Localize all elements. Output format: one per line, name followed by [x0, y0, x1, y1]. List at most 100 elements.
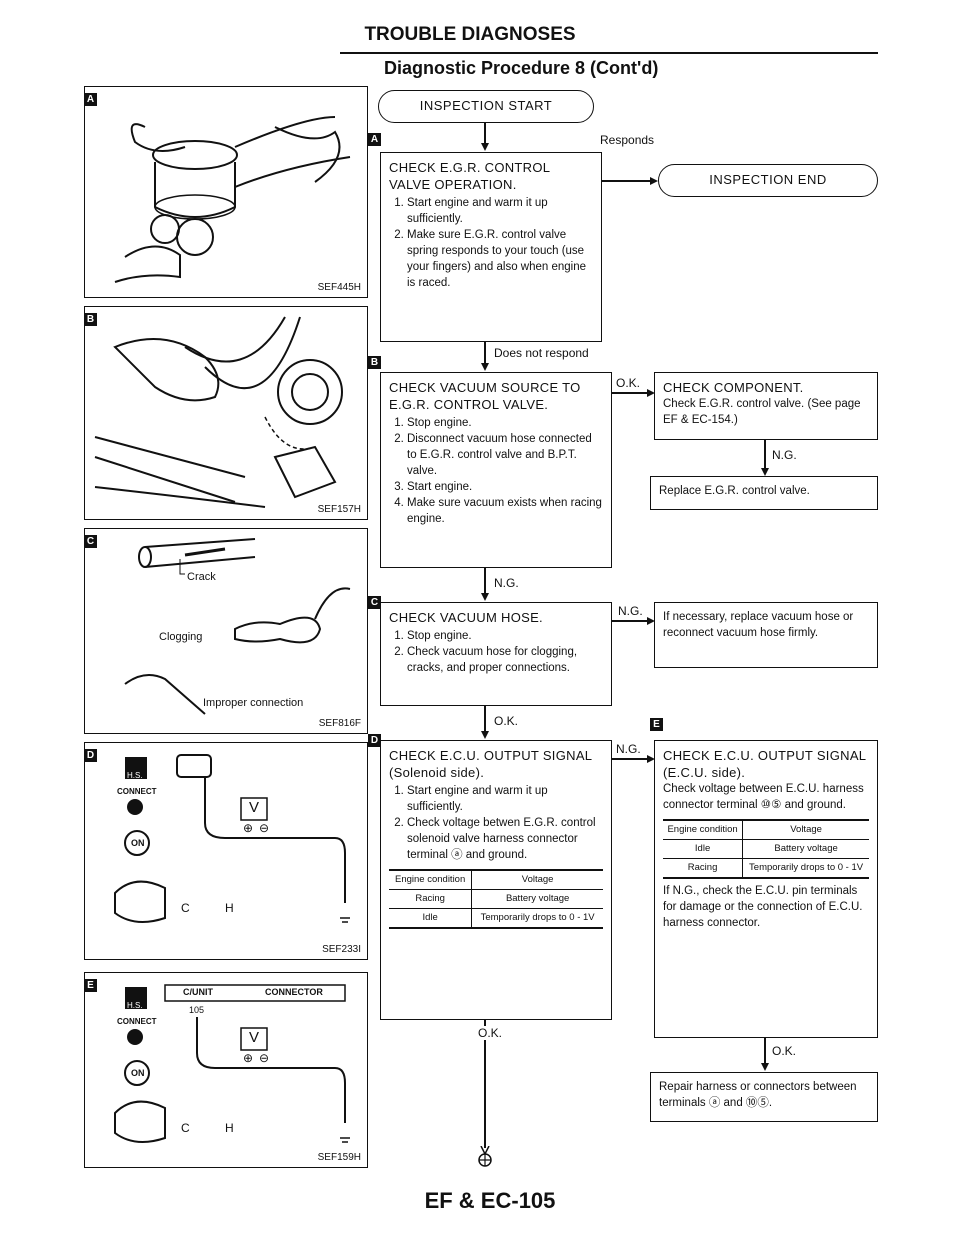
table-cell: Idle — [389, 908, 472, 929]
hs-label: H.S. — [127, 771, 143, 780]
hose-condition-illustration — [124, 538, 351, 715]
connect-label: CONNECT — [117, 1017, 157, 1026]
terminal-number-label: 105 — [189, 1005, 205, 1015]
ng-label: N.G. — [616, 742, 641, 756]
illustration-e: E H.S. CONNECT C/UNIT CONNECTOR 105 ON V… — [84, 972, 368, 1168]
h-label: H — [225, 1121, 234, 1135]
step-tag: D — [368, 734, 381, 747]
table-header: Engine condition — [663, 819, 743, 840]
step-title: CHECK E.G.R. CONTROL VALVE OPERATION. — [389, 160, 550, 192]
table-cell: Racing — [389, 889, 472, 909]
plus-terminal-label: ⊕ — [243, 821, 254, 835]
illustration-c: C Crack Clogging Improper connection SEF… — [84, 528, 368, 734]
connector-line — [484, 568, 486, 596]
ok-label: O.K. — [772, 1044, 797, 1058]
step-item: Check vacuum hose for clogging, cracks, … — [407, 644, 603, 676]
table-header: Voltage — [742, 819, 869, 840]
step-tag: C — [368, 596, 381, 609]
minus-terminal-label: ⊖ — [259, 821, 270, 835]
arrow — [647, 389, 655, 397]
illustration-tag: D — [84, 749, 97, 762]
arrow — [481, 731, 489, 739]
table-cell: Idle — [663, 839, 743, 859]
figure-code: SEF233I — [322, 944, 361, 955]
c-label: C — [181, 1121, 190, 1135]
ok-label: O.K. — [476, 1026, 505, 1040]
illustration-b: B SEF157H — [84, 306, 368, 520]
egr-valve-finger-illustration — [114, 116, 351, 283]
plus-terminal-label: ⊕ — [243, 1051, 254, 1065]
illustration-tag: E — [84, 979, 97, 992]
connector-line — [612, 758, 650, 760]
illustration-d: D H.S. CONNECT ON V ⊕ ⊖ C H SEF233I — [84, 742, 368, 960]
ng-label: N.G. — [618, 604, 643, 618]
table-cell: Temporarily drops to 0 - 1V — [471, 908, 603, 929]
arrow — [647, 617, 655, 625]
page-subtitle: Diagnostic Procedure 8 (Cont'd) — [384, 58, 659, 78]
ok-label: O.K. — [494, 714, 519, 728]
ng-label: N.G. — [772, 448, 797, 462]
connector-line — [612, 620, 650, 622]
step-item: Stop engine. — [407, 628, 603, 644]
arrow — [761, 1063, 769, 1071]
page-number: EF & EC-105 — [424, 1188, 556, 1213]
page-header: TROUBLE DIAGNOSES — [364, 24, 576, 45]
ok-label: O.K. — [616, 376, 641, 390]
inspection-start-oval: INSPECTION START — [378, 90, 594, 123]
voltage-check-diagram — [114, 754, 350, 923]
arrow — [481, 593, 489, 601]
figure-code: SEF445H — [317, 282, 361, 293]
table-header: Engine condition — [389, 869, 472, 890]
step-item: Disconnect vacuum hose connected to E.G.… — [407, 431, 603, 479]
table-cell: Racing — [663, 858, 743, 879]
on-label: ON — [131, 838, 145, 848]
header-rule — [340, 52, 878, 54]
connector-line — [612, 392, 650, 394]
step-item: Start engine and warm it up sufficiently… — [407, 783, 603, 815]
replace-valve-box: Replace E.G.R. control valve. — [650, 476, 878, 510]
step-item: Start engine and warm it up sufficiently… — [407, 195, 593, 227]
connector-line — [602, 180, 652, 182]
arrow — [647, 755, 655, 763]
step-title: CHECK E.C.U. OUTPUT SIGNAL (E.C.U. side)… — [663, 748, 866, 780]
arrow — [650, 177, 658, 185]
continue-marker-icon — [478, 1146, 492, 1167]
figure-code: SEF159H — [317, 1152, 361, 1163]
connector-line — [484, 1020, 486, 1148]
responds-label: Responds — [600, 133, 655, 147]
arrow — [481, 143, 489, 151]
step-tag: E — [650, 718, 663, 731]
repair-box: Repair harness or connectors between ter… — [650, 1072, 878, 1122]
hs-label: H.S. — [127, 1001, 143, 1010]
step-b-box: CHECK VACUUM SOURCE TO E.G.R. CONTROL VA… — [380, 372, 612, 568]
arrow — [761, 468, 769, 476]
connector-line — [764, 440, 766, 470]
figure-code: SEF816F — [318, 718, 361, 729]
check-component-box: CHECK COMPONENT. Check E.G.R. control va… — [654, 372, 878, 440]
step-body: Check voltage between E.C.U. harness con… — [663, 783, 864, 811]
ng-label: N.G. — [494, 576, 519, 590]
component-title: CHECK COMPONENT. — [663, 380, 804, 395]
voltmeter-label: V — [249, 799, 260, 816]
table-cell: Battery voltage — [742, 839, 869, 859]
table-header: Voltage — [471, 869, 603, 890]
improper-connection-label: Improper connection — [203, 697, 304, 709]
table-cell: Temporarily drops to 0 - 1V — [742, 858, 869, 879]
voltmeter-label: V — [249, 1029, 260, 1046]
step-d-box: CHECK E.C.U. OUTPUT SIGNAL (Solenoid sid… — [380, 740, 612, 1020]
inspection-end-oval: INSPECTION END — [658, 164, 878, 197]
step-item: Stop engine. — [407, 415, 603, 431]
step-c-box: CHECK VACUUM HOSE. Stop engine. Check va… — [380, 602, 612, 706]
step-item: Start engine. — [407, 479, 603, 495]
figure-code: SEF157H — [317, 504, 361, 515]
on-label: ON — [131, 1068, 145, 1078]
connector-line — [764, 1038, 766, 1066]
illustration-tag: B — [84, 313, 97, 326]
connector-line — [484, 123, 486, 147]
does-not-respond-label: Does not respond — [494, 346, 589, 360]
cunit-label: C/UNIT — [183, 987, 213, 997]
illustration-tag: A — [84, 93, 97, 106]
arrow — [481, 363, 489, 371]
